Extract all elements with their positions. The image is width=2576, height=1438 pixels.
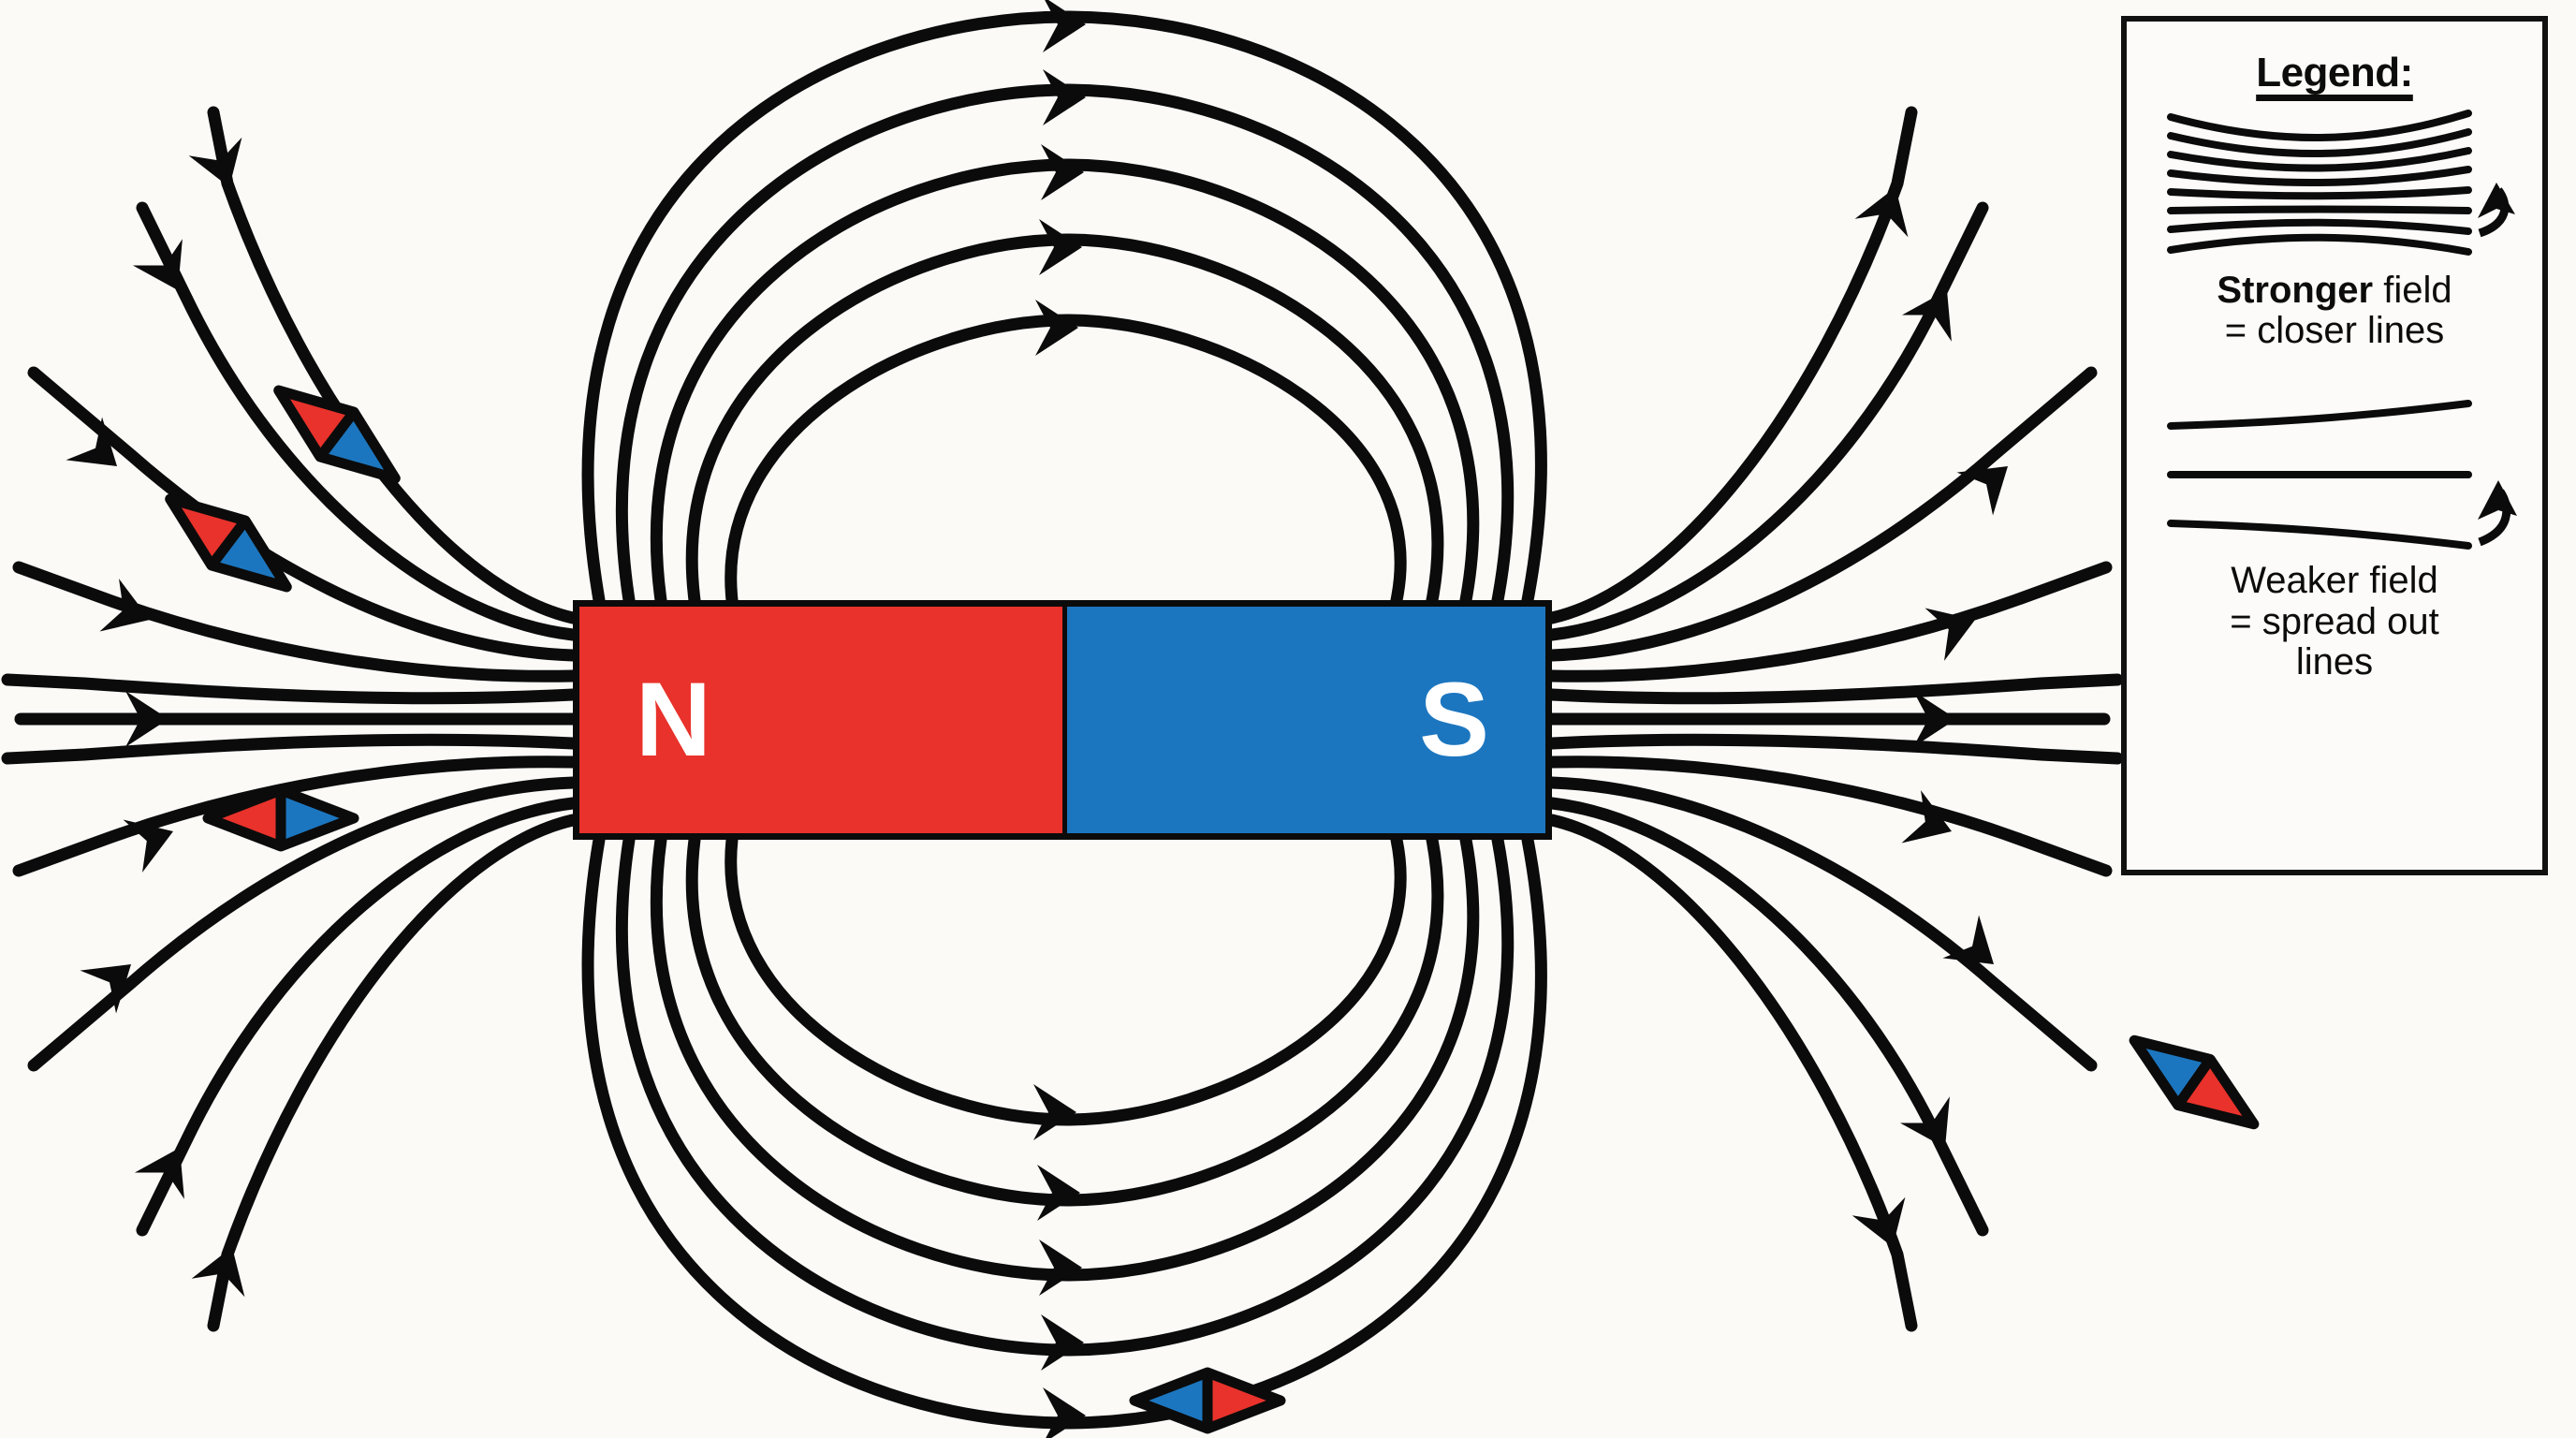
north-pole-label: N <box>636 661 711 778</box>
legend-weak-field-block: Weaker field = spread out lines <box>2140 394 2529 682</box>
compass-upper-left-outer <box>165 493 292 593</box>
strong-field-caption: Stronger field = closer lines <box>2140 270 2529 352</box>
legend-title: Legend: <box>2256 50 2413 95</box>
legend-strong-field-block: Stronger field = closer lines <box>2140 104 2529 351</box>
strong-field-caption-bold: Stronger <box>2217 270 2374 311</box>
strong-field-swatch <box>2167 110 2515 256</box>
weak-field-caption-line2: = spread out <box>2230 600 2439 642</box>
compass-lower-right <box>2129 1034 2260 1130</box>
compass-needle-layer <box>165 374 2271 1434</box>
south-pole-label: S <box>1419 661 1489 778</box>
strong-field-caption-line2: = closer lines <box>2224 310 2445 352</box>
weak-field-caption-line1: Weaker field <box>2231 560 2438 602</box>
compass-bottom-center <box>1129 1367 1286 1434</box>
weak-field-caption-line3: lines <box>2295 640 2374 682</box>
weak-field-caption: Weaker field = spread out lines <box>2140 561 2529 682</box>
weak-field-swatch <box>2167 400 2517 550</box>
north-pole: N <box>579 607 1062 833</box>
legend-box: Legend: Stronger field = closer l <box>2121 16 2548 875</box>
south-pole: S <box>1062 607 1545 833</box>
strong-field-caption-rest: field <box>2373 270 2452 311</box>
compass-upper-left-inner <box>273 385 401 484</box>
bar-magnet: N S <box>573 600 1552 840</box>
compass-left-horizontal <box>202 785 359 852</box>
